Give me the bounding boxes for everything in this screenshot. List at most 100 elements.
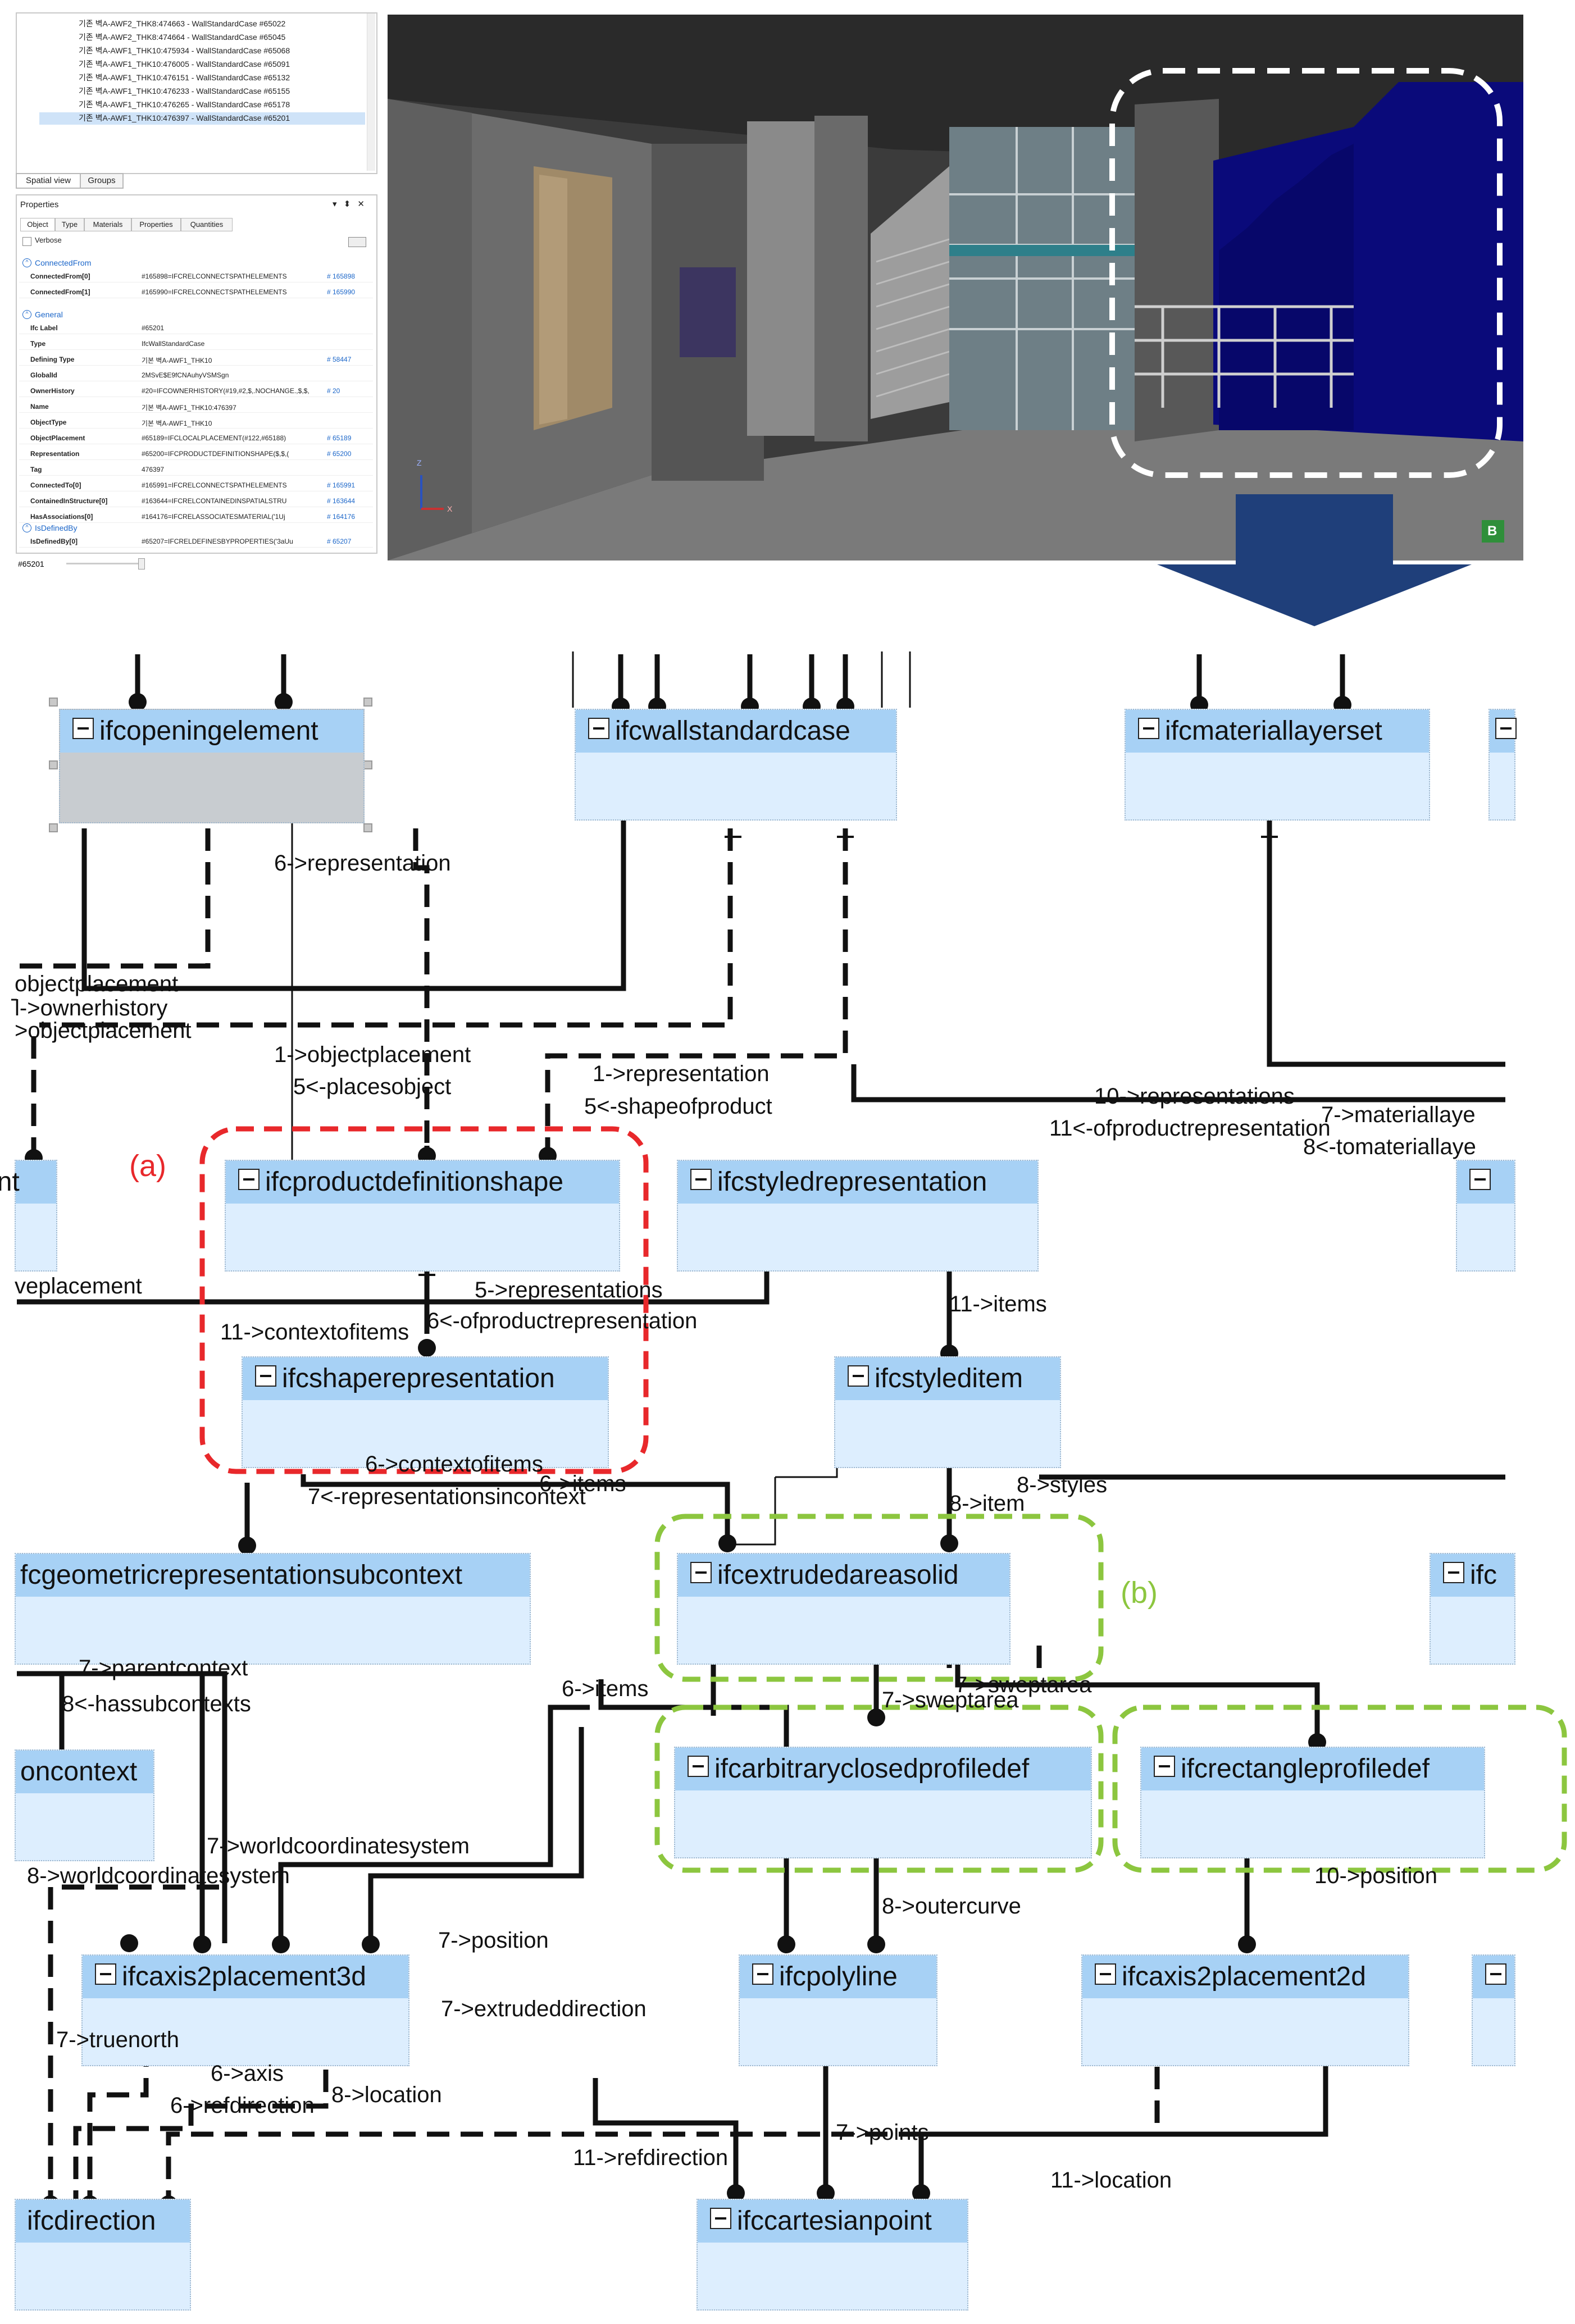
node-title: fcgeometricrepresentationsubcontext [20, 1560, 463, 1590]
element-tree[interactable]: 기존 벽A-AWF2_THK8:474663 - WallStandardCas… [16, 12, 377, 174]
property-key: ConnectedFrom[1] [30, 288, 90, 296]
collapse-icon[interactable] [690, 1562, 712, 1583]
tree-item-selected[interactable]: 기존 벽A-AWF1_THK10:476397 - WallStandardCa… [39, 112, 365, 125]
property-row: IsDefinedBy[0]#65207=IFCRELDEFINESBYPROP… [19, 536, 373, 548]
node-title: ifcaxis2placement3d [122, 1962, 366, 1992]
node-ifcaxis2placement2d[interactable]: ifcaxis2placement2d [1081, 1954, 1409, 2066]
axis-z-label: Z [417, 458, 422, 467]
property-link[interactable]: # 65207 [327, 537, 352, 545]
status-bar: #65201 [16, 556, 375, 572]
verbose-checkbox[interactable] [22, 237, 31, 246]
tree-scrollbar[interactable] [367, 13, 375, 171]
edge-label: >objectplacement [15, 1018, 192, 1043]
tab-groups[interactable]: Groups [80, 173, 124, 189]
node-ifcstyledrepresentation[interactable]: ifcstyledrepresentation [677, 1160, 1039, 1272]
collapse-icon[interactable] [1469, 1169, 1491, 1190]
node-ifcextrudedareasolid[interactable]: ifcextrudedareasolid [677, 1553, 1010, 1665]
collapse-icon[interactable] [1138, 718, 1159, 739]
property-link[interactable]: # 165991 [327, 481, 356, 489]
collapse-icon[interactable] [710, 2208, 731, 2229]
collapse-icon[interactable] [588, 718, 609, 739]
collapse-icon[interactable] [255, 1365, 276, 1387]
node-ifcaxis2placement3d[interactable]: ifcaxis2placement3d [81, 1954, 409, 2066]
property-value: #65200=IFCPRODUCTDEFINITIONSHAPE($,$,( [142, 450, 289, 458]
property-link[interactable]: # 163644 [327, 497, 356, 505]
node-ifcgeometricrepresentationsubcontext[interactable]: fcgeometricrepresentationsubcontext [15, 1553, 531, 1665]
region-b-frame-arbitrary [654, 1705, 1104, 1873]
tree-item[interactable]: 기존 벽A-AWF1_THK10:476265 - WallStandardCa… [79, 100, 290, 109]
panel-window-controls[interactable]: ▾ ⬍ ✕ [333, 199, 367, 209]
tree-item[interactable]: 기존 벽A-AWF2_THK8:474664 - WallStandardCas… [79, 33, 286, 42]
subtab-object[interactable]: Object [20, 218, 55, 231]
collapse-icon[interactable] [238, 1169, 260, 1190]
node-ifcopeningelement[interactable]: ifcopeningelement [59, 709, 365, 823]
collapse-icon[interactable] [1154, 1756, 1175, 1777]
tree-item[interactable]: 기존 벽A-AWF1_THK10:475934 - WallStandardCa… [79, 46, 290, 55]
property-link[interactable]: # 165898 [327, 272, 356, 280]
property-link[interactable]: # 20 [327, 387, 340, 395]
property-key: ConnectedFrom[0] [30, 272, 90, 280]
node-partial-left[interactable]: ent [0, 1160, 57, 1272]
edge-label: 7->sweptarea [882, 1688, 1019, 1712]
tab-spatial-view[interactable]: Spatial view [16, 173, 81, 189]
zoom-slider[interactable] [66, 563, 145, 564]
collapse-icon[interactable] [690, 1169, 712, 1190]
property-value: #165991=IFCRELCONNECTSPATHELEMENTS [142, 481, 287, 489]
property-link[interactable]: # 58447 [327, 356, 352, 363]
subtab-properties[interactable]: Properties [131, 218, 181, 231]
property-link[interactable]: # 164176 [327, 513, 356, 521]
section-isdefinedby[interactable]: ^IsDefinedBy [19, 521, 373, 535]
node-partial-right-mid-top[interactable] [1456, 1160, 1515, 1272]
collapse-icon[interactable] [688, 1756, 709, 1777]
property-value: 기본 벽A-AWF1_THK10 [142, 357, 212, 364]
section-general[interactable]: ^General [19, 308, 373, 321]
node-ifcwallstandardcase[interactable]: ifcwallstandardcase [575, 709, 897, 821]
edge-label: 6->contextofitems [365, 1452, 543, 1477]
node-title: ifcshaperepresentation [282, 1364, 555, 1393]
collapse-button[interactable] [348, 237, 366, 247]
node-ifcstyleditem[interactable]: ifcstyleditem [834, 1356, 1061, 1468]
node-ifcarbitraryclosedprofiledef[interactable]: ifcarbitraryclosedprofiledef [674, 1747, 1092, 1858]
node-ifcproductdefinitionshape[interactable]: ifcproductdefinitionshape [225, 1160, 620, 1272]
zoom-slider-thumb[interactable] [138, 558, 145, 569]
edge-label: 11->refdirection [573, 2145, 729, 2170]
node-ifcmateriallayerset[interactable]: ifcmateriallayerset [1125, 709, 1430, 821]
collapse-icon[interactable] [1095, 1963, 1116, 1985]
node-partial-right-low[interactable] [1472, 1954, 1515, 2066]
node-partial-right-mid[interactable]: ifc [1430, 1553, 1515, 1665]
collapse-icon[interactable] [848, 1365, 869, 1387]
collapse-icon[interactable] [1495, 718, 1517, 739]
tree-item[interactable]: 기존 벽A-AWF1_THK10:476151 - WallStandardCa… [79, 73, 290, 82]
property-link[interactable]: # 65189 [327, 434, 352, 442]
view-cube-badge[interactable]: B [1487, 523, 1497, 539]
node-ifcshaperepresentation[interactable]: ifcshaperepresentation [242, 1356, 609, 1468]
node-title: ifcstyledrepresentation [717, 1167, 987, 1197]
collapse-icon[interactable] [95, 1963, 116, 1985]
tree-item[interactable]: 기존 벽A-AWF1_THK10:476233 - WallStandardCa… [79, 86, 290, 95]
collapse-icon[interactable] [752, 1963, 773, 1985]
node-ifcdirection[interactable]: ifcdirection [15, 2199, 191, 2311]
subtab-materials[interactable]: Materials [84, 218, 131, 231]
tree-item[interactable]: 기존 벽A-AWF1_THK10:476005 - WallStandardCa… [79, 60, 290, 69]
section-connectedfrom[interactable]: ^ConnectedFrom [19, 256, 373, 270]
node-header [576, 710, 896, 753]
node-ifccartesianpoint[interactable]: ifccartesianpoint [697, 2199, 968, 2311]
collapse-icon[interactable] [1485, 1963, 1506, 1985]
edge-label: 11->location [1050, 2168, 1172, 2193]
property-link[interactable]: # 165990 [327, 288, 356, 296]
node-partial-right-top[interactable] [1488, 709, 1517, 821]
collapse-icon[interactable] [72, 718, 94, 739]
collapse-icon[interactable] [1443, 1562, 1464, 1583]
node-ifcpolyline[interactable]: ifcpolyline [739, 1954, 937, 2066]
node-ifcgeometricrepresentationcontext[interactable]: oncontext [15, 1749, 154, 1861]
node-ifcrectangleprofiledef[interactable]: ifcrectangleprofiledef [1140, 1747, 1485, 1858]
property-link[interactable]: # 65200 [327, 450, 352, 458]
edge-label: 7->extrudeddirection [441, 1997, 647, 2021]
subtab-type[interactable]: Type [55, 218, 84, 231]
node-title: oncontext [20, 1757, 138, 1787]
node-header [226, 1161, 619, 1204]
property-key: OwnerHistory [30, 387, 75, 395]
subtab-quantities[interactable]: Quantities [181, 218, 233, 231]
property-value: #163644=IFCRELCONTAINEDINSPATIALSTRU [142, 497, 287, 505]
tree-item[interactable]: 기존 벽A-AWF2_THK8:474663 - WallStandardCas… [79, 19, 286, 28]
